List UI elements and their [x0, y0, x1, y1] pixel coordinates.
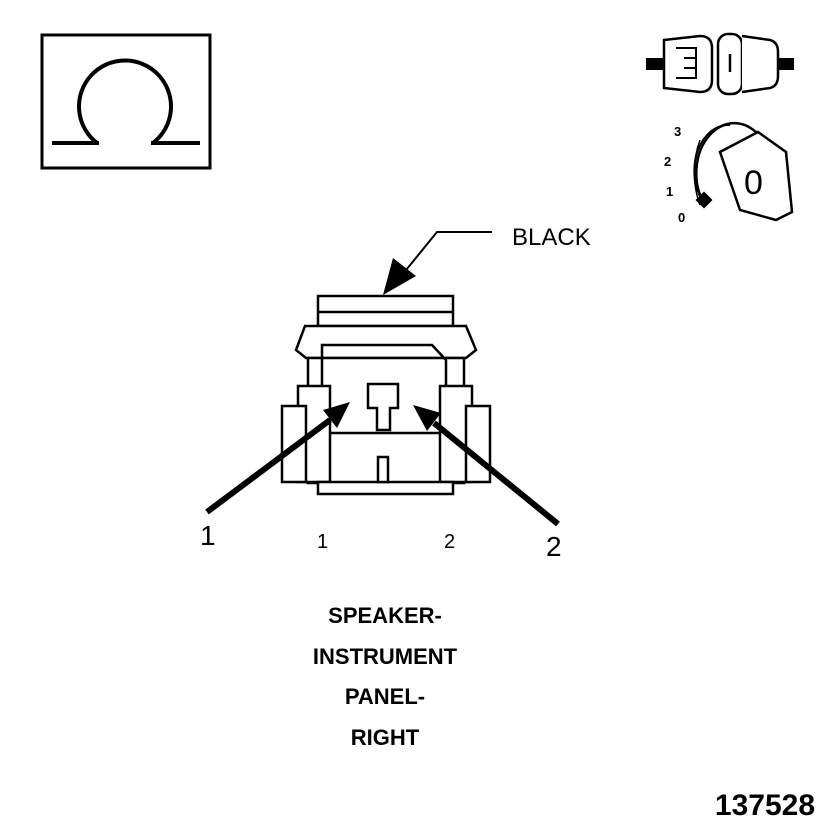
- cavity-number-2: 2: [444, 531, 455, 553]
- ignition-key-mark: 0: [744, 164, 763, 202]
- callout-label-2: 2: [546, 531, 562, 562]
- callout-arrow-2: [413, 405, 560, 527]
- caption-line-2: INSTRUMENT: [313, 644, 458, 669]
- ohmmeter-icon: [40, 33, 212, 170]
- connector-disconnected-icon: [646, 32, 794, 96]
- cavity-number-1: 1: [317, 531, 328, 553]
- connector-color-label: BLACK: [512, 224, 591, 251]
- ignition-key-off-icon: 3 2 1 0 0: [664, 121, 794, 225]
- callout-label-1: 1: [200, 520, 216, 551]
- color-label-leader: [383, 231, 492, 295]
- caption-line-3: PANEL-: [345, 684, 425, 709]
- ignition-position-3: 3: [674, 124, 681, 139]
- connector-body: [280, 294, 492, 496]
- figure-number: 137528: [715, 789, 815, 822]
- ignition-position-2: 2: [664, 154, 671, 169]
- ignition-position-0: 0: [678, 210, 685, 225]
- ignition-position-1: 1: [666, 184, 673, 199]
- callout-arrow-1: [205, 402, 350, 515]
- caption-line-4: RIGHT: [351, 725, 420, 750]
- caption-line-1: SPEAKER-: [328, 603, 442, 628]
